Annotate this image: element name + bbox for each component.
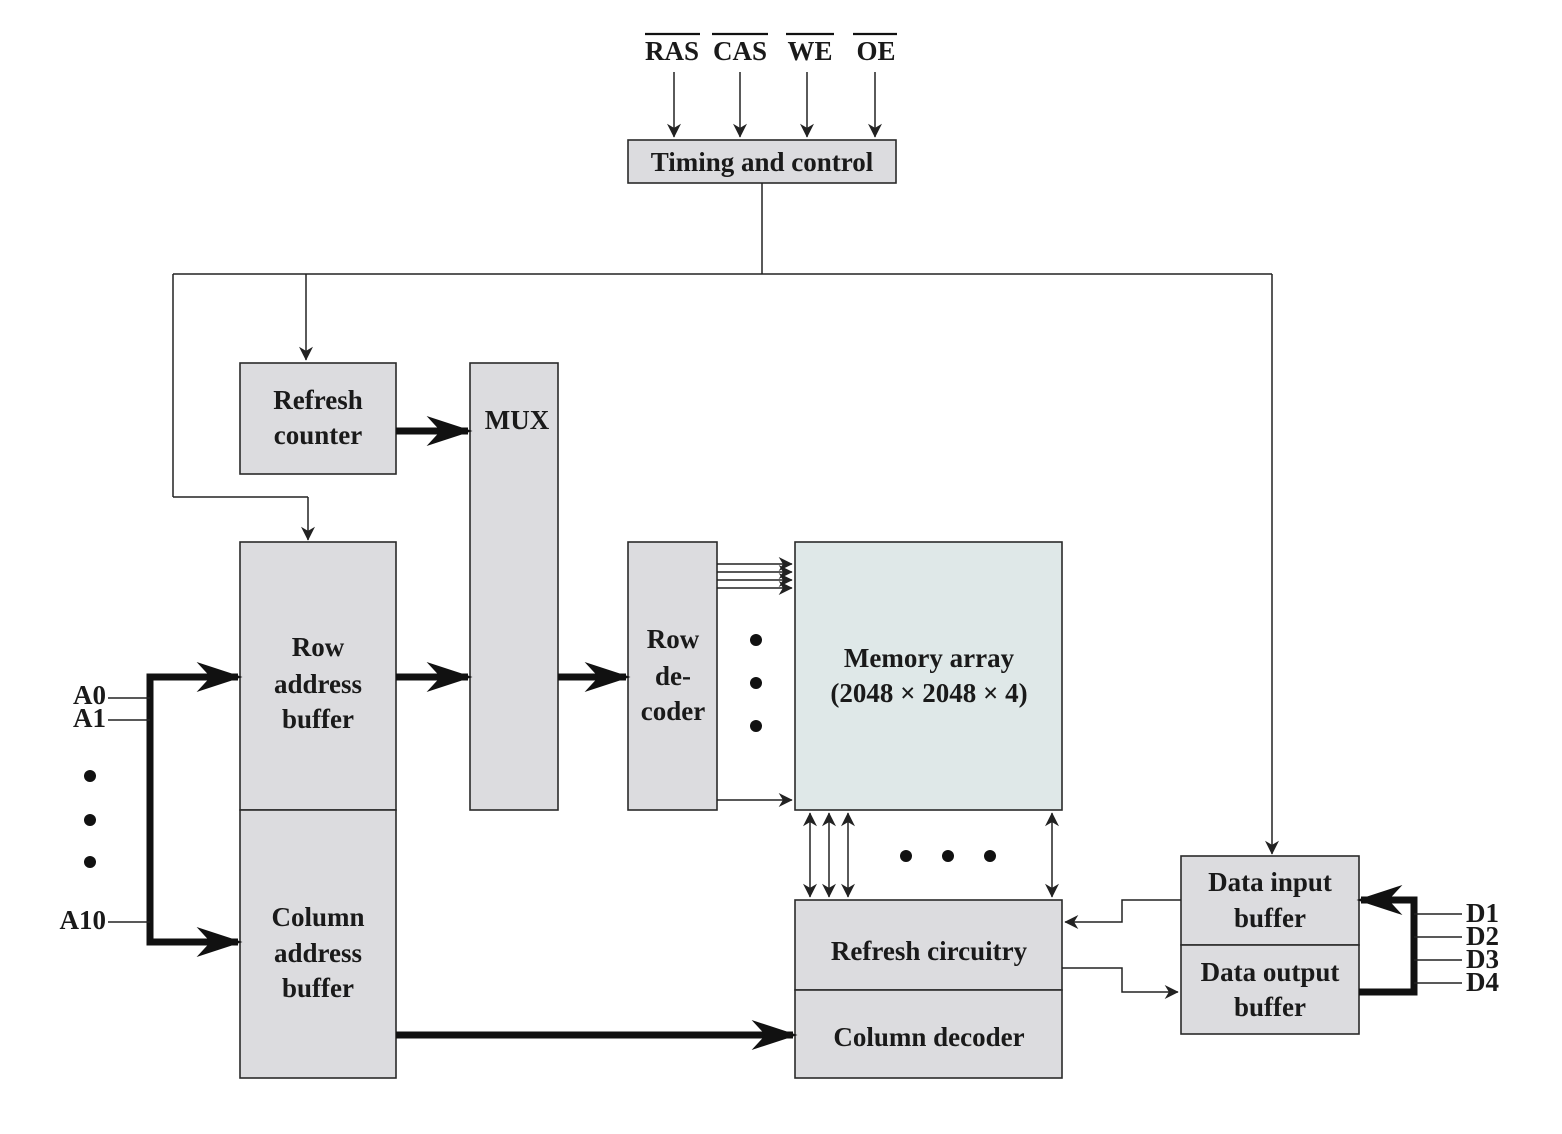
pin-d3: D3 bbox=[1466, 944, 1499, 974]
timing-control-label: Timing and control bbox=[651, 147, 874, 177]
column-address-buffer-label-1: Column bbox=[271, 902, 364, 932]
mux-block: MUX bbox=[469, 362, 559, 811]
address-buffer-block: Row address buffer Column address buffer bbox=[239, 541, 397, 1079]
ellipsis-dot bbox=[84, 856, 96, 868]
ellipsis-dot bbox=[84, 814, 96, 826]
column-address-buffer-label-3: buffer bbox=[282, 973, 354, 1003]
data-output-buffer-label-2: buffer bbox=[1234, 992, 1306, 1022]
ellipsis-dot bbox=[750, 634, 762, 646]
row-address-buffer-label-1: Row bbox=[292, 632, 345, 662]
memory-array-block: Memory array (2048 × 2048 × 4) bbox=[794, 541, 1063, 811]
column-decoder-label: Column decoder bbox=[833, 1022, 1024, 1052]
pin-d1: D1 bbox=[1466, 898, 1499, 928]
column-lines bbox=[803, 812, 1059, 898]
row-decoder-label-1: Row bbox=[647, 624, 700, 654]
pin-a1: A1 bbox=[73, 703, 106, 733]
ellipsis-dot bbox=[900, 850, 912, 862]
signal-we: WE bbox=[787, 36, 832, 66]
refresh-column-block: Refresh circuitry Column decoder bbox=[794, 899, 1063, 1079]
refresh-counter-label-1: Refresh bbox=[273, 385, 362, 415]
row-decoder-label-2: de- bbox=[655, 661, 691, 691]
ellipsis-dot bbox=[942, 850, 954, 862]
signal-ras: RAS bbox=[645, 36, 699, 66]
memory-array-label-1: Memory array bbox=[844, 643, 1015, 673]
pin-a0: A0 bbox=[73, 680, 106, 710]
row-address-buffer-label-3: buffer bbox=[282, 704, 354, 734]
data-bus bbox=[1359, 896, 1418, 996]
data-output-buffer-label-1: Data output bbox=[1201, 957, 1340, 987]
row-address-buffer-label-2: address bbox=[274, 669, 362, 699]
control-bus bbox=[172, 183, 1279, 855]
ellipsis-dot bbox=[750, 720, 762, 732]
row-select-lines bbox=[717, 557, 793, 807]
data-pins: D1 D2 D3 D4 bbox=[1414, 898, 1499, 997]
address-bus bbox=[146, 673, 238, 946]
signal-oe: OE bbox=[856, 36, 895, 66]
data-input-buffer-label-1: Data input bbox=[1208, 867, 1332, 897]
refresh-circuitry-label: Refresh circuitry bbox=[831, 936, 1028, 966]
row-decoder-label-3: coder bbox=[641, 696, 705, 726]
pin-d2: D2 bbox=[1466, 921, 1499, 951]
memory-array-label-2: (2048 × 2048 × 4) bbox=[830, 678, 1027, 708]
ellipsis-dot bbox=[84, 770, 96, 782]
data-input-buffer-label-2: buffer bbox=[1234, 903, 1306, 933]
ellipsis-dot bbox=[984, 850, 996, 862]
control-signals: RAS CAS WE OE bbox=[645, 32, 897, 138]
ellipsis-dot bbox=[750, 677, 762, 689]
thick-buses bbox=[146, 416, 1418, 1050]
signal-cas: CAS bbox=[713, 36, 767, 66]
refresh-counter-label-2: counter bbox=[274, 420, 362, 450]
data-path-lines bbox=[1062, 899, 1181, 999]
refresh-counter-block: Refresh counter bbox=[239, 362, 397, 475]
data-buffer-block: Data input buffer Data output buffer bbox=[1180, 855, 1360, 1035]
address-pins: A0 A1 A10 bbox=[60, 680, 150, 935]
column-address-buffer-label-2: address bbox=[274, 938, 362, 968]
pin-a10: A10 bbox=[60, 905, 107, 935]
pin-d4: D4 bbox=[1466, 967, 1499, 997]
timing-control-block: Timing and control bbox=[627, 139, 897, 184]
row-decoder-block: Row de- coder bbox=[627, 541, 718, 811]
mux-label: MUX bbox=[485, 405, 550, 435]
